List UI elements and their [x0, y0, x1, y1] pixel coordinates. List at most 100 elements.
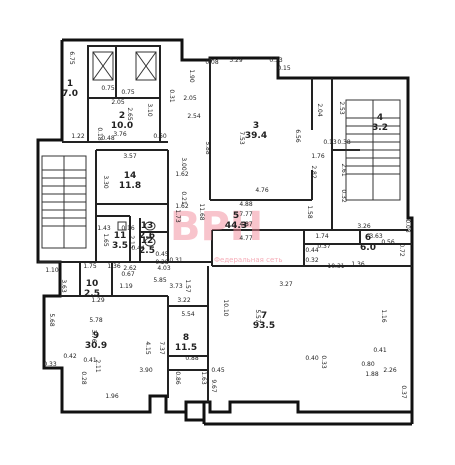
- stairs-left: [41, 155, 87, 249]
- dimension-label: 0.45: [211, 367, 225, 374]
- dimension-label: 7.37: [158, 341, 165, 355]
- dimension-label: 5.68: [48, 313, 55, 327]
- dimension-label: 3.76: [90, 329, 97, 343]
- dimension-label: 5.57: [254, 309, 261, 323]
- dimension-label: 0.60: [153, 133, 167, 140]
- dimension-label: 4.03: [157, 265, 171, 272]
- room-label-8: 811.5: [175, 333, 197, 353]
- dimension-label: 3.63: [369, 233, 383, 240]
- room-number: 14: [124, 171, 137, 181]
- dimension-label: 1.62: [175, 203, 189, 210]
- dimension-label: 0.75: [101, 85, 115, 92]
- dimension-label: 4.15: [144, 341, 151, 355]
- watermark-subtitle: Федеральная сеть: [214, 256, 282, 264]
- dimension-label: 4.88: [239, 201, 253, 208]
- watermark: BPH Федеральная сеть: [170, 204, 282, 264]
- dimension-label: 0.86: [174, 371, 181, 385]
- room-area: 11.8: [119, 181, 141, 191]
- dimension-label: 1.57: [184, 279, 191, 293]
- dimension-label: 1.36: [351, 261, 365, 268]
- dimension-label: 1.58: [306, 205, 313, 219]
- dimension-label: 6.75: [68, 51, 75, 65]
- room-number: 12: [141, 236, 154, 246]
- room-area: 2.6: [139, 231, 155, 241]
- dimension-label: 0.44: [305, 247, 319, 254]
- dimension-label: 1.29: [91, 297, 105, 304]
- dimension-label: 5.54: [181, 311, 195, 318]
- dimension-label: 0.16: [121, 225, 135, 232]
- dimension-label: 2.05: [111, 99, 125, 106]
- dimension-label: 0.41: [83, 357, 97, 364]
- dimension-label: 3.90: [139, 367, 153, 374]
- room-area: 30.9: [85, 341, 107, 351]
- room-number: 4: [377, 113, 383, 123]
- room-area: 11.5: [175, 343, 197, 353]
- room-number: 9: [93, 331, 99, 341]
- room-area: 39.4: [245, 131, 267, 141]
- dimension-label: 3.22: [177, 297, 191, 304]
- dimension-label: 3.00: [180, 157, 187, 171]
- dimension-label: 2.62: [123, 265, 137, 272]
- dimension-label: 1.65: [102, 233, 109, 247]
- dimension-label: 2.11: [94, 359, 101, 373]
- room-label-1: 17.0: [62, 79, 78, 99]
- room-area: 44.3: [225, 221, 247, 231]
- dimension-label: 3.73: [169, 283, 183, 290]
- dimension-label: 0.67: [121, 271, 135, 278]
- dimension-label: 0.41: [373, 347, 387, 354]
- dimension-label: 0.45: [155, 251, 169, 258]
- dimension-label: 0.32: [305, 257, 319, 264]
- room-number: 11: [114, 231, 127, 241]
- dimension-label: 5.78: [89, 317, 103, 324]
- dimension-label: 0.37: [400, 385, 407, 399]
- dimension-label: 1.22: [71, 133, 85, 140]
- room-number: 10: [86, 279, 99, 289]
- dimension-label: 7.77: [239, 211, 253, 218]
- dimension-label: 4.76: [255, 187, 269, 194]
- room-area: 2.5: [139, 246, 155, 256]
- dimension-label: 5.85: [153, 277, 167, 284]
- dimension-label: 1.10: [45, 267, 59, 274]
- room-area: 3.2: [372, 123, 388, 133]
- dimension-label: 7.53: [238, 131, 245, 145]
- dimension-label: 3.57: [123, 153, 137, 160]
- dimension-label: 2.65: [126, 107, 133, 121]
- room-number: 7: [261, 311, 267, 321]
- dimension-label: 0.72: [398, 243, 405, 257]
- dimension-label: 3.30: [102, 175, 109, 189]
- dimension-label: 0.75: [121, 89, 135, 96]
- room-number: 13: [141, 221, 154, 231]
- dimension-label: 1.74: [315, 233, 329, 240]
- dimension-label: 0.21: [180, 191, 187, 205]
- room-number: 1: [67, 79, 73, 89]
- dimension-label: 10.31: [327, 263, 344, 270]
- dimension-label: 0.08: [205, 59, 219, 66]
- dimension-label: 2.82: [310, 165, 317, 179]
- dimension-label: 0.37: [317, 243, 331, 250]
- room-label-3: 339.4: [245, 121, 267, 141]
- dimension-label: 1.96: [105, 393, 119, 400]
- dimension-label: 11.68: [198, 203, 205, 220]
- watermark-logo: BPH: [170, 204, 263, 250]
- dimension-label: 9.67: [210, 379, 217, 393]
- dimension-label: 2.53: [338, 101, 345, 115]
- dimension-label: 0.33: [43, 361, 57, 368]
- room-label-13: 132.6: [139, 221, 155, 241]
- dimension-label: 0.15: [277, 65, 291, 72]
- room-area: 2.5: [84, 289, 100, 299]
- elevators: [92, 51, 157, 81]
- room-label-7: 793.5: [253, 311, 275, 331]
- dimension-label: 2.26: [383, 367, 397, 374]
- room-label-11: 113.5: [112, 231, 128, 251]
- dimension-label: 10.10: [222, 299, 229, 316]
- dimension-label: 0.80: [361, 361, 375, 368]
- room-number: 6: [365, 233, 371, 243]
- dimension-label: 3.63: [60, 279, 67, 293]
- dimension-label: 1.19: [119, 283, 133, 290]
- dimension-label: 0.33: [320, 355, 327, 369]
- dimension-label: 5.29: [229, 57, 243, 64]
- dimension-label: 5.88: [204, 141, 211, 155]
